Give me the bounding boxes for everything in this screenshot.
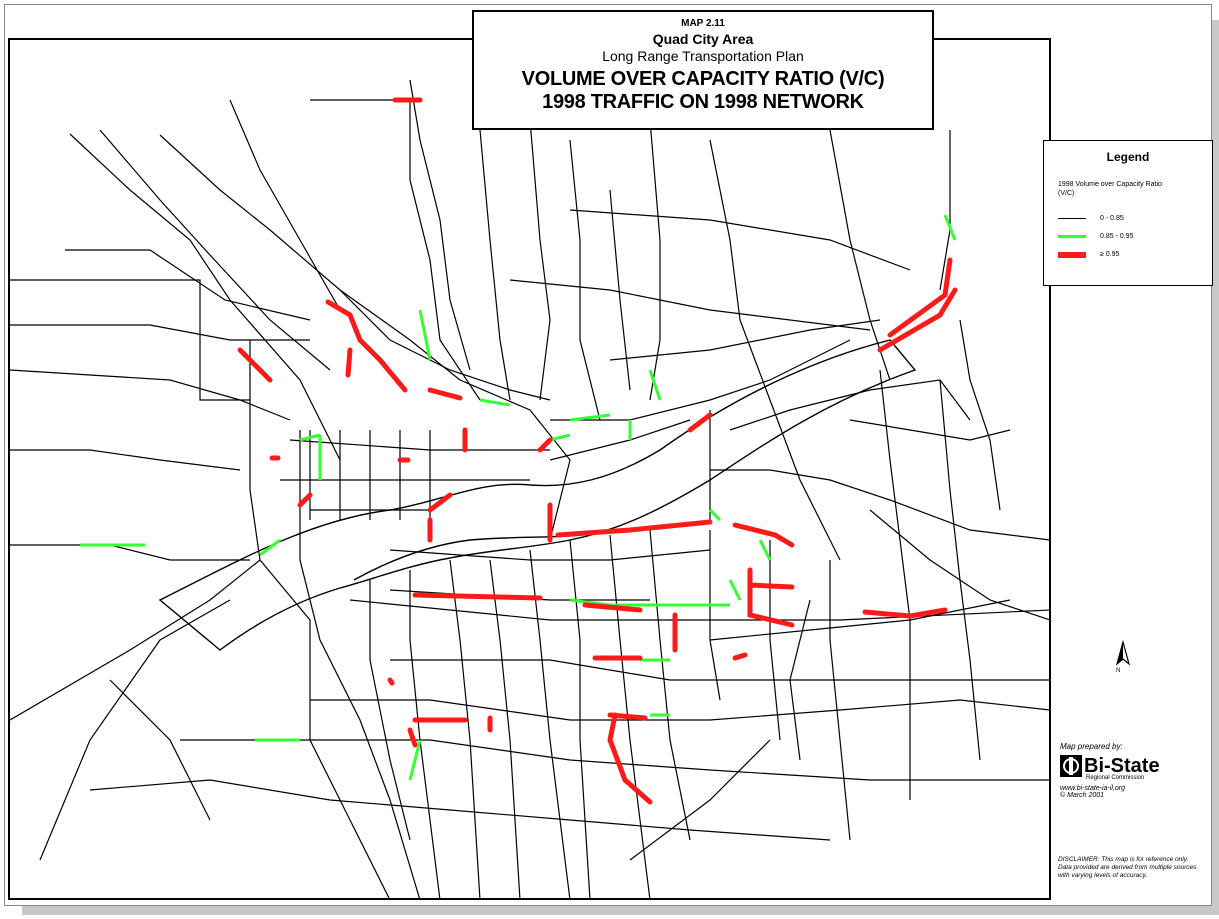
- map-area-title: Quad City Area: [652, 31, 754, 47]
- river-outline: [158, 339, 917, 651]
- org-name: Bi-State: [1084, 755, 1160, 777]
- bi-state-logo-icon: [1060, 755, 1082, 777]
- disclaimer: DISCLAIMER: This map is for reference on…: [1058, 856, 1197, 879]
- map-title-box: MAP 2.11 Quad City Area Long Range Trans…: [472, 10, 934, 130]
- roads-medium-vc: [80, 214, 957, 781]
- org-subtitle: Regional Commission: [1086, 775, 1145, 781]
- org-url[interactable]: www.bi-state-ia-il.org: [1060, 785, 1125, 792]
- north-arrow-icon: [1115, 640, 1131, 666]
- legend-item-low: 0 - 0.85: [1058, 215, 1124, 222]
- legend-item-high: ≥ 0.95: [1058, 251, 1119, 258]
- legend-description: 1998 Volume over Capacity Ratio (V/C): [1058, 181, 1162, 197]
- roads-low-vc: [10, 79, 1049, 898]
- bi-state-logo: Bi-State: [1060, 755, 1210, 777]
- legend-label-high: ≥ 0.95: [1100, 251, 1120, 258]
- legend: Legend 1998 Volume over Capacity Ratio (…: [1043, 140, 1213, 286]
- north-label: N: [1116, 668, 1121, 674]
- map-number: MAP 2.11: [681, 18, 725, 29]
- legend-label-low: 0 - 0.85: [1100, 215, 1124, 222]
- map-subtitle: 1998 TRAFFIC ON 1998 NETWORK: [542, 91, 864, 113]
- map-date: © March 2001: [1060, 792, 1105, 799]
- legend-swatch-low: [1058, 218, 1086, 219]
- roads-high-vc: [237, 97, 958, 805]
- map-frame: [8, 38, 1051, 900]
- legend-swatch-high: [1058, 251, 1086, 258]
- legend-swatch-medium: [1058, 235, 1086, 238]
- legend-label-medium: 0.85 - 0.95: [1100, 233, 1134, 240]
- legend-item-medium: 0.85 - 0.95: [1058, 233, 1133, 240]
- prepared-by: Map prepared by:: [1060, 742, 1123, 751]
- legend-title: Legend: [1106, 150, 1150, 164]
- road-network-map: [10, 79, 1049, 898]
- credits: Map prepared by: Bi-State Regional Commi…: [1060, 742, 1210, 799]
- map-main-title: VOLUME OVER CAPACITY RATIO (V/C): [521, 68, 885, 90]
- map-plan-title: Long Range Transportation Plan: [602, 48, 804, 64]
